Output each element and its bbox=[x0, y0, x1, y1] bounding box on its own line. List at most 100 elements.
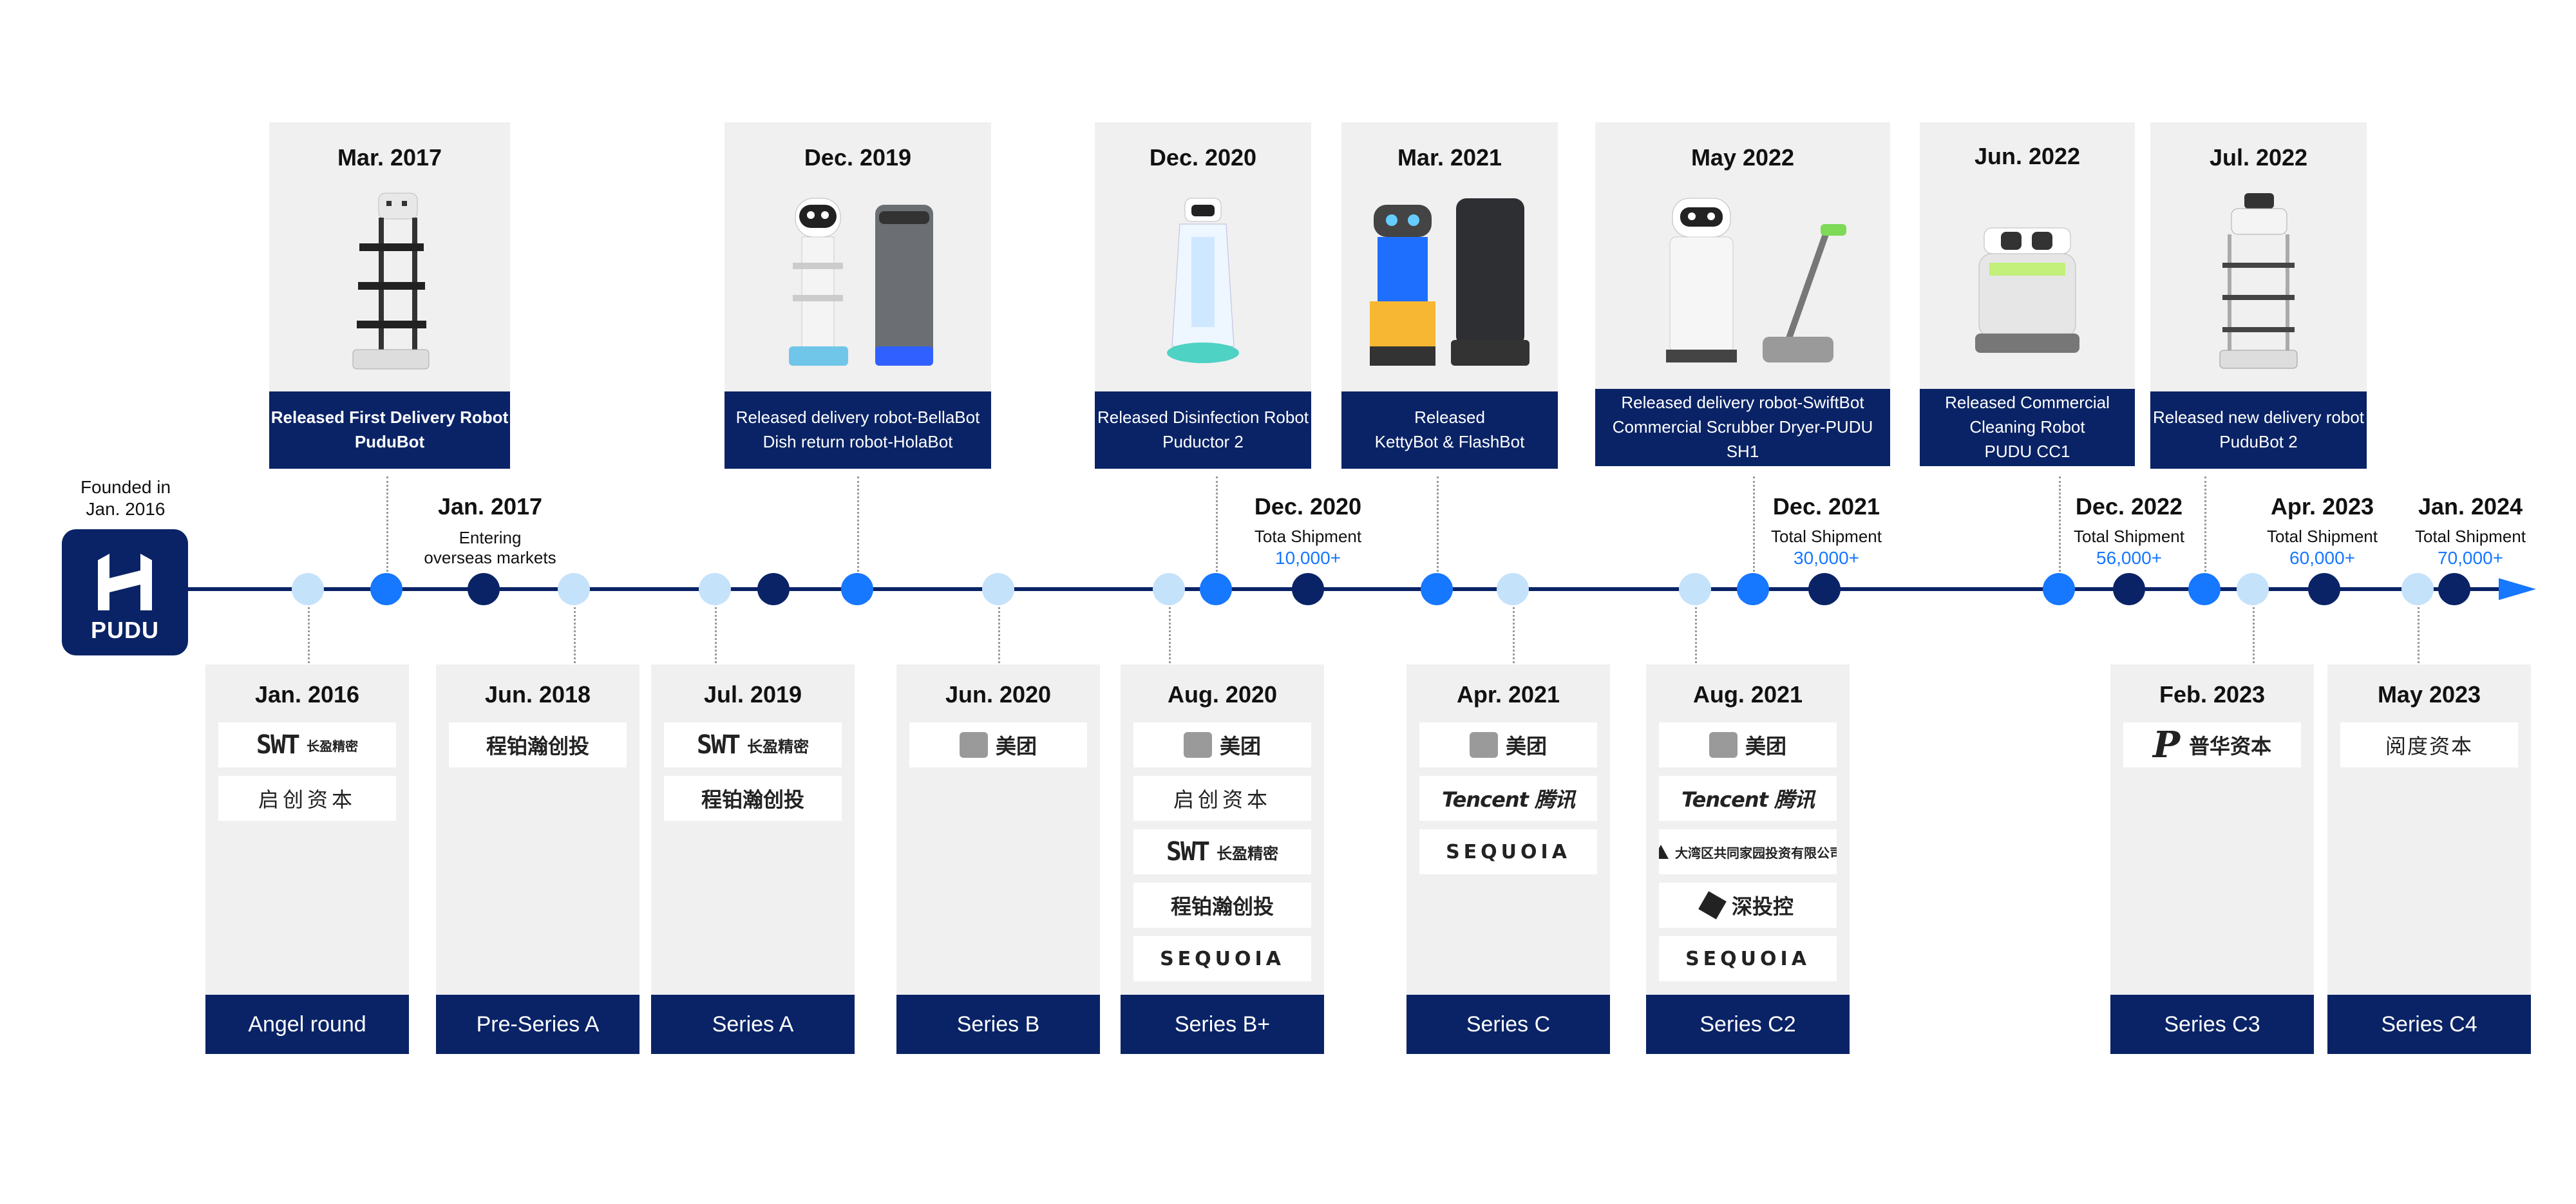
timeline-dot bbox=[699, 573, 731, 605]
milestone-shipment-2024: Jan. 2024 Total Shipment 70,000+ bbox=[2415, 493, 2526, 569]
funding-date: Apr. 2021 bbox=[1456, 681, 1560, 708]
investor-logo: Tencent 腾讯 bbox=[1419, 776, 1597, 821]
investor-logo: SEQUOIA bbox=[1419, 829, 1597, 874]
product-date: Mar. 2017 bbox=[337, 144, 442, 171]
milestone-overseas: Jan. 2017 Entering overseas markets bbox=[424, 493, 556, 568]
meituan-mark-icon bbox=[959, 732, 988, 758]
investor-logo: 美团 bbox=[1659, 722, 1837, 767]
milestone-shipment-2023: Apr. 2023 Total Shipment 60,000+ bbox=[2267, 493, 2378, 569]
product-card-bellabot: Dec. 2019 Released delivery robot-BellaB… bbox=[724, 122, 991, 469]
funding-card-c: Apr. 2021 美团 Tencent 腾讯 SEQUOIA Series C bbox=[1406, 664, 1610, 1054]
timeline-dot bbox=[1421, 573, 1453, 605]
product-card-pudubot2: Jul. 2022 Released new delivery robot Pu… bbox=[2150, 122, 2367, 469]
robot-image-kettybot bbox=[1341, 192, 1558, 494]
robot-image-puductor bbox=[1095, 192, 1311, 494]
investor-logo: 程铂瀚创投 bbox=[1133, 883, 1311, 928]
product-card-cc1: Jun. 2022 Released Commercial Cleaning R… bbox=[1920, 122, 2135, 466]
investor-logo: 启创资本 bbox=[218, 776, 396, 821]
product-date: Dec. 2019 bbox=[804, 144, 912, 171]
timeline-dot bbox=[757, 573, 790, 605]
product-caption: Released delivery robot-BellaBot Dish re… bbox=[724, 391, 991, 469]
sihc-mark-icon bbox=[1698, 891, 1727, 919]
investor-logo: SEQUOIA bbox=[1133, 936, 1311, 981]
funding-round: Series C3 bbox=[2110, 995, 2314, 1054]
funding-card-c2: Aug. 2021 美团 Tencent 腾讯 大湾区共同家园投资有限公司 深投… bbox=[1646, 664, 1850, 1054]
funding-date: Jun. 2018 bbox=[484, 681, 591, 708]
product-card-puductor: Dec. 2020 Released Disinfection Robot Pu… bbox=[1095, 122, 1311, 469]
investor-logo: 大湾区共同家园投资有限公司 bbox=[1659, 829, 1837, 874]
funding-card-pre-a: Jun. 2018 程铂瀚创投 Pre-Series A bbox=[436, 664, 639, 1054]
milestone-shipment-2022: Dec. 2022 Total Shipment 56,000+ bbox=[2074, 493, 2184, 569]
product-date: Mar. 2021 bbox=[1397, 144, 1502, 171]
timeline-dot bbox=[1153, 573, 1185, 605]
funding-round: Series C bbox=[1406, 995, 1610, 1054]
product-card-pudubot: Mar. 2017 Released First Delivery Robot … bbox=[269, 122, 510, 469]
timeline-dot bbox=[292, 573, 324, 605]
timeline-axis bbox=[187, 587, 2502, 591]
funding-round: Series C2 bbox=[1646, 995, 1850, 1054]
timeline-dot bbox=[1679, 573, 1711, 605]
investor-logo: 美团 bbox=[1133, 722, 1311, 767]
funding-date: Jun. 2020 bbox=[945, 681, 1052, 708]
funding-round: Series B bbox=[896, 995, 1100, 1054]
founded-line2: Jan. 2016 bbox=[86, 498, 166, 519]
funding-date: Aug. 2020 bbox=[1167, 681, 1278, 708]
product-caption: Released KettyBot & FlashBot bbox=[1341, 391, 1558, 469]
logo-text: PUDU bbox=[90, 617, 159, 643]
timeline-dot bbox=[1292, 573, 1324, 605]
gba-mark-icon bbox=[1659, 845, 1669, 859]
funding-date: Jul. 2019 bbox=[703, 681, 802, 708]
investor-logo: 阅度资本 bbox=[2340, 722, 2518, 767]
funding-date: Jan. 2016 bbox=[254, 681, 360, 708]
timeline-dot bbox=[468, 573, 500, 605]
funding-round: Series B+ bbox=[1121, 995, 1324, 1054]
timeline-dot bbox=[2401, 573, 2434, 605]
timeline-dot bbox=[2237, 573, 2269, 605]
milestone-shipment-2020: Dec. 2020 Tota Shipment 10,000+ bbox=[1254, 493, 1362, 569]
product-caption: Released Disinfection Robot Puductor 2 bbox=[1095, 391, 1311, 469]
investor-logo: 美团 bbox=[909, 722, 1087, 767]
meituan-mark-icon bbox=[1709, 732, 1738, 758]
investor-logo: 美团 bbox=[1419, 722, 1597, 767]
pudu-logo: PUDU bbox=[62, 529, 188, 655]
timeline-dot bbox=[841, 573, 873, 605]
product-caption: Released Commercial Cleaning Robot PUDU … bbox=[1920, 389, 2135, 466]
product-caption: Released First Delivery Robot PuduBot bbox=[269, 391, 510, 469]
funding-round: Series C4 bbox=[2327, 995, 2531, 1054]
product-date: Dec. 2020 bbox=[1149, 144, 1257, 171]
robot-image-swiftbot bbox=[1595, 192, 1890, 494]
product-caption: Released delivery robot-SwiftBot Commerc… bbox=[1595, 389, 1890, 466]
product-card-kettybot: Mar. 2021 Released KettyBot & FlashBot bbox=[1341, 122, 1558, 469]
investor-logo: Tencent 腾讯 bbox=[1659, 776, 1837, 821]
timeline-dot bbox=[558, 573, 590, 605]
product-date: Jun. 2022 bbox=[1974, 143, 2081, 169]
timeline-dot bbox=[1808, 573, 1841, 605]
funding-round: Series A bbox=[651, 995, 855, 1054]
funding-date: May 2023 bbox=[2377, 681, 2481, 708]
funding-round: Pre-Series A bbox=[436, 995, 639, 1054]
robot-image-cc1 bbox=[1920, 192, 2135, 494]
timeline-dot bbox=[2188, 573, 2221, 605]
investor-logo: 程铂瀚创投 bbox=[449, 722, 627, 767]
timeline-dot bbox=[2308, 573, 2340, 605]
robot-image-bellabot bbox=[724, 192, 991, 494]
product-date: Jul. 2022 bbox=[2209, 144, 2308, 171]
timeline-dot bbox=[1200, 573, 1232, 605]
timeline-dot bbox=[2043, 573, 2075, 605]
meituan-mark-icon bbox=[1469, 732, 1498, 758]
pudu-h-logo-icon bbox=[98, 554, 152, 610]
robot-image-pudubot bbox=[269, 192, 510, 494]
timeline-dot bbox=[1497, 573, 1529, 605]
product-card-swiftbot: May 2022 Released delivery robot-SwiftBo… bbox=[1595, 122, 1890, 466]
investor-logo: 深投控 bbox=[1659, 883, 1837, 928]
meituan-mark-icon bbox=[1183, 732, 1212, 758]
robot-image-pudubot2 bbox=[2150, 192, 2367, 494]
investor-logo: 程铂瀚创投 bbox=[664, 776, 842, 821]
